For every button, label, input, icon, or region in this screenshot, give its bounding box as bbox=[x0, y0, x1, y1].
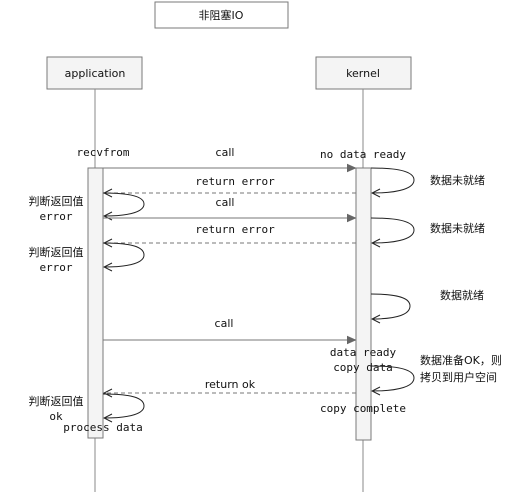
call-label-3: call bbox=[215, 317, 234, 330]
kernel-self-loop-1 bbox=[371, 167, 415, 193]
copy-data-label: copy data bbox=[333, 361, 393, 374]
no-data-ready-label: no data ready bbox=[320, 148, 406, 161]
data-ready-label: data ready bbox=[330, 346, 397, 359]
diagram-title: 非阻塞IO bbox=[199, 8, 244, 22]
copy-complete-label: copy complete bbox=[320, 402, 406, 415]
participant-kernel: kernel bbox=[315, 56, 412, 90]
kernel-note-copy-2: 拷贝到用户空间 bbox=[420, 370, 497, 384]
participant-application-label: application bbox=[65, 67, 126, 80]
app-note-check-1: 判断返回值 bbox=[29, 194, 84, 208]
kernel-note-copy-1: 数据准备OK，则 bbox=[420, 353, 502, 367]
return-error-label-1: return error bbox=[195, 175, 275, 188]
call-label-2: call bbox=[216, 196, 235, 209]
kernel-self-loop-4 bbox=[371, 365, 415, 391]
app-note-check-1-result: error bbox=[39, 210, 72, 223]
process-data-label: process data bbox=[63, 421, 142, 434]
activation-kernel bbox=[355, 167, 372, 441]
return-error-label-2: return error bbox=[195, 223, 275, 236]
app-self-loop-2 bbox=[103, 242, 145, 267]
title-box: 非阻塞IO bbox=[154, 1, 289, 29]
app-note-check-3-result: ok bbox=[49, 410, 63, 423]
participant-application: application bbox=[46, 56, 143, 90]
activation-application bbox=[87, 167, 104, 439]
participant-kernel-label: kernel bbox=[346, 67, 380, 80]
call-label-1: call bbox=[216, 146, 235, 159]
kernel-note-not-ready-1: 数据未就绪 bbox=[430, 173, 485, 187]
app-note-check-2-result: error bbox=[39, 261, 72, 274]
app-self-loop-1 bbox=[103, 192, 145, 216]
kernel-note-not-ready-2: 数据未就绪 bbox=[430, 221, 485, 235]
app-self-loop-3 bbox=[103, 393, 145, 418]
app-note-check-3: 判断返回值 bbox=[29, 394, 84, 408]
app-note-check-2: 判断返回值 bbox=[29, 245, 84, 259]
kernel-self-loop-2 bbox=[371, 217, 415, 243]
return-ok-label: return ok bbox=[205, 378, 256, 391]
kernel-note-ready: 数据就绪 bbox=[440, 288, 484, 302]
kernel-self-loop-3 bbox=[371, 293, 411, 319]
recvfrom-label: recvfrom bbox=[77, 146, 130, 159]
